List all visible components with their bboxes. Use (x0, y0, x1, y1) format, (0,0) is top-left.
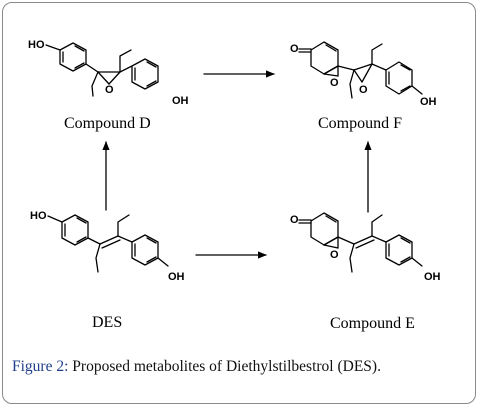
compound-d-structure: HO O OH (28, 39, 189, 107)
figure-number: Figure 2: (12, 358, 69, 375)
figure-caption: Figure 2: Proposed metabolites of Diethy… (12, 358, 468, 376)
des-ho-label: HO (30, 210, 47, 222)
des-structure: HO OH (30, 210, 185, 283)
compound-f-label: Compound F (318, 115, 402, 132)
compound-d-oh-label: OH (172, 95, 189, 107)
compound-f-ring-epoxide-o: O (330, 77, 339, 89)
compound-d-label: Compound D (64, 115, 151, 132)
compound-f-oh-label: OH (420, 96, 437, 108)
compound-e-oh-label: OH (424, 271, 441, 283)
compound-e-label: Compound E (330, 315, 415, 332)
compound-f-chain-epoxide-o: O (359, 84, 368, 96)
compound-f-structure: O O O OH (290, 41, 437, 108)
compound-d-ho-label: HO (28, 39, 45, 51)
des-label: DES (92, 314, 122, 331)
figure-frame (2, 2, 476, 404)
compound-e-epoxide-o: O (330, 249, 339, 261)
compound-d-epoxide-o: O (105, 84, 114, 96)
compound-e-carbonyl-o: O (290, 214, 299, 226)
des-oh-label: OH (168, 271, 185, 283)
compound-f-carbonyl-o: O (290, 43, 299, 55)
compound-e-structure: O O OH (290, 212, 441, 283)
caption-text: Proposed metabolites of Diethylstilbestr… (68, 358, 381, 375)
